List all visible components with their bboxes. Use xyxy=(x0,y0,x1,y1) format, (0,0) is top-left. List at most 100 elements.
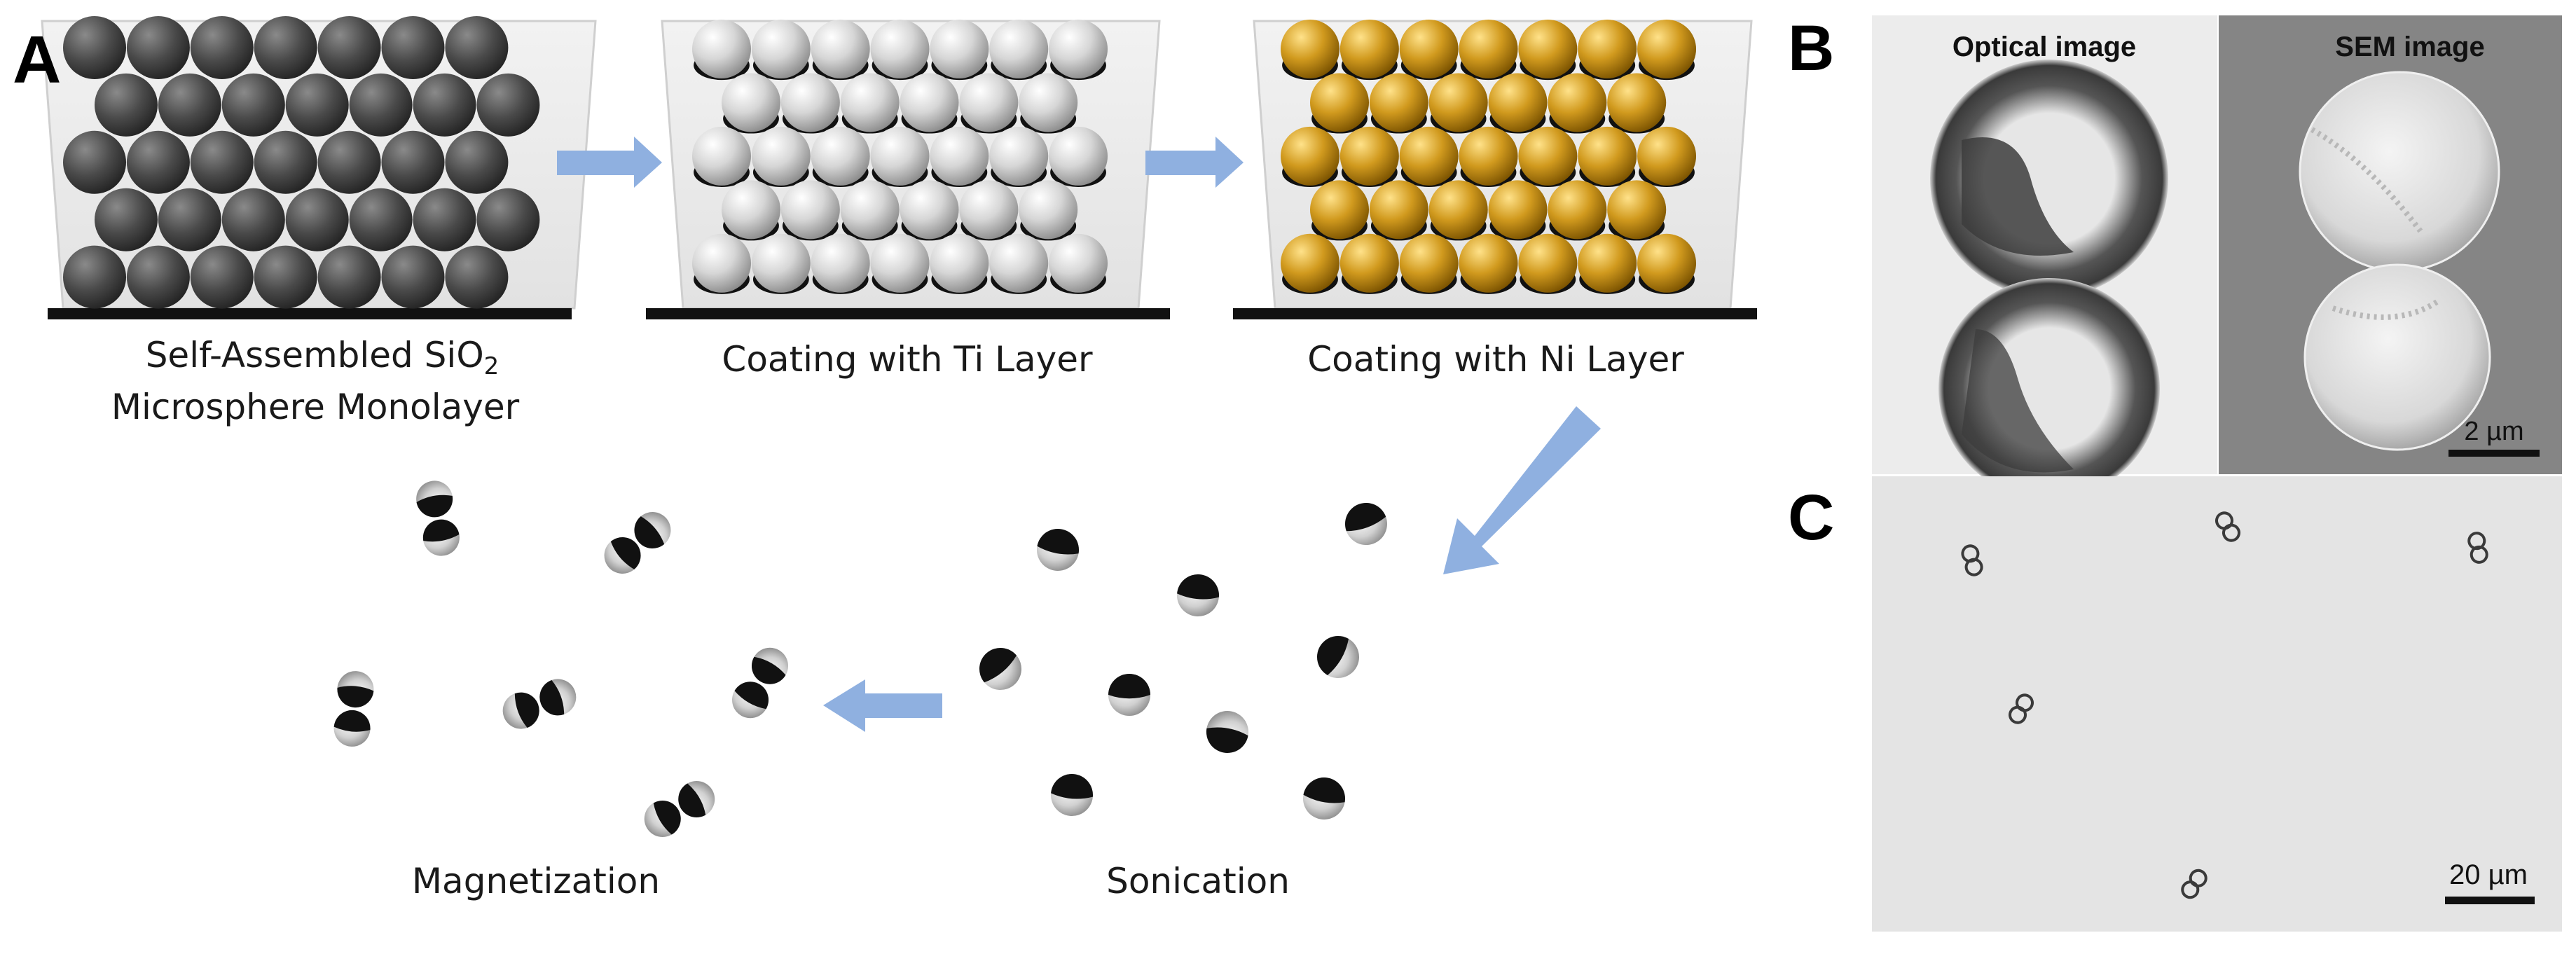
sem-scale-bar xyxy=(2448,450,2540,457)
microsphere xyxy=(476,188,540,251)
doublet xyxy=(2181,869,2207,899)
microsphere xyxy=(158,188,221,251)
microsphere xyxy=(811,126,870,187)
microsphere xyxy=(1339,126,1399,187)
microsphere xyxy=(1607,73,1667,134)
microsphere xyxy=(1281,126,1339,187)
microsphere xyxy=(751,20,811,81)
microsphere xyxy=(1459,233,1518,294)
microsphere xyxy=(1578,20,1637,81)
microsphere xyxy=(1369,73,1428,134)
microsphere xyxy=(900,180,959,241)
microsphere xyxy=(1578,126,1637,187)
microsphere xyxy=(158,73,221,137)
microsphere xyxy=(381,130,445,194)
microsphere xyxy=(349,73,413,137)
microsphere xyxy=(254,16,317,79)
microsphere xyxy=(722,180,780,241)
microsphere xyxy=(989,233,1049,294)
arrow-right-2 xyxy=(1145,137,1244,188)
doublet xyxy=(2467,532,2488,564)
microsphere xyxy=(1369,180,1428,241)
magnetized-particle-chains xyxy=(333,480,788,837)
microsphere xyxy=(1488,180,1548,241)
microsphere xyxy=(221,188,285,251)
microsphere xyxy=(254,130,317,194)
janus-particle xyxy=(502,692,539,729)
arrow-right-1 xyxy=(557,137,662,188)
microsphere xyxy=(1399,20,1459,81)
arrow-left xyxy=(823,679,942,732)
janus-particle xyxy=(732,682,769,719)
arrow-diagonal xyxy=(1443,406,1601,574)
substrate-bar xyxy=(48,308,572,319)
microsphere xyxy=(254,245,317,309)
wide-scale-bar xyxy=(2445,897,2535,904)
microsphere xyxy=(1548,73,1607,134)
microsphere xyxy=(989,20,1049,81)
microsphere xyxy=(1459,126,1518,187)
janus-particle xyxy=(1345,503,1387,545)
microsphere xyxy=(1019,73,1078,134)
doublet xyxy=(2008,693,2034,724)
microsphere xyxy=(1049,233,1108,294)
microsphere xyxy=(870,233,930,294)
microsphere xyxy=(1281,233,1339,294)
step5-label: Magnetization xyxy=(412,861,660,901)
microsphere xyxy=(692,20,751,81)
microsphere xyxy=(930,233,989,294)
janus-particle xyxy=(1177,574,1219,616)
microsphere xyxy=(445,16,509,79)
microsphere xyxy=(870,126,930,187)
microsphere xyxy=(63,130,126,194)
microsphere xyxy=(840,73,900,134)
wide-field-micrograph: 20 µm xyxy=(1872,476,2562,932)
silica-sphere-grid xyxy=(63,16,540,309)
microsphere xyxy=(349,188,413,251)
janus-particle xyxy=(604,537,641,574)
microsphere xyxy=(930,20,989,81)
janus-particle xyxy=(979,648,1021,690)
sem-scale-label: 2 µm xyxy=(2464,417,2523,446)
particle-doublets xyxy=(1961,511,2488,899)
microsphere xyxy=(1637,233,1697,294)
microsphere xyxy=(722,73,780,134)
janus-particle xyxy=(1108,674,1150,716)
step4-label: Sonication xyxy=(1106,861,1290,901)
optical-image-title: Optical image xyxy=(1952,32,2136,62)
microsphere xyxy=(930,126,989,187)
microsphere xyxy=(959,73,1019,134)
substrate-bar xyxy=(646,308,1170,319)
microsphere xyxy=(692,126,751,187)
wide-scale-label: 20 µm xyxy=(2449,859,2528,890)
titanium-sphere-grid xyxy=(692,20,1108,294)
janus-particle xyxy=(416,480,453,518)
microsphere xyxy=(780,180,840,241)
microsphere xyxy=(1310,73,1369,134)
step3-label: Coating with Ni Layer xyxy=(1307,339,1684,380)
microsphere xyxy=(413,73,476,137)
microsphere xyxy=(1488,73,1548,134)
microsphere xyxy=(190,16,254,79)
microsphere xyxy=(95,73,158,137)
microsphere xyxy=(1459,20,1518,81)
panel-label-a: A xyxy=(13,22,61,97)
microsphere xyxy=(317,245,381,309)
janus-particle xyxy=(634,512,671,549)
doublet xyxy=(2215,511,2240,542)
microsphere xyxy=(285,73,349,137)
janus-particle xyxy=(422,519,460,556)
sonicated-janus-particles xyxy=(979,503,1387,820)
microsphere xyxy=(1428,180,1488,241)
sem-micrograph: SEM image 2 µm xyxy=(2219,15,2562,474)
microsphere xyxy=(1399,126,1459,187)
microsphere xyxy=(1578,233,1637,294)
microsphere xyxy=(959,180,1019,241)
microsphere xyxy=(1049,20,1108,81)
microsphere xyxy=(780,73,840,134)
janus-particle xyxy=(337,671,374,708)
microsphere xyxy=(1518,20,1578,81)
microsphere xyxy=(1019,180,1078,241)
microsphere xyxy=(63,245,126,309)
